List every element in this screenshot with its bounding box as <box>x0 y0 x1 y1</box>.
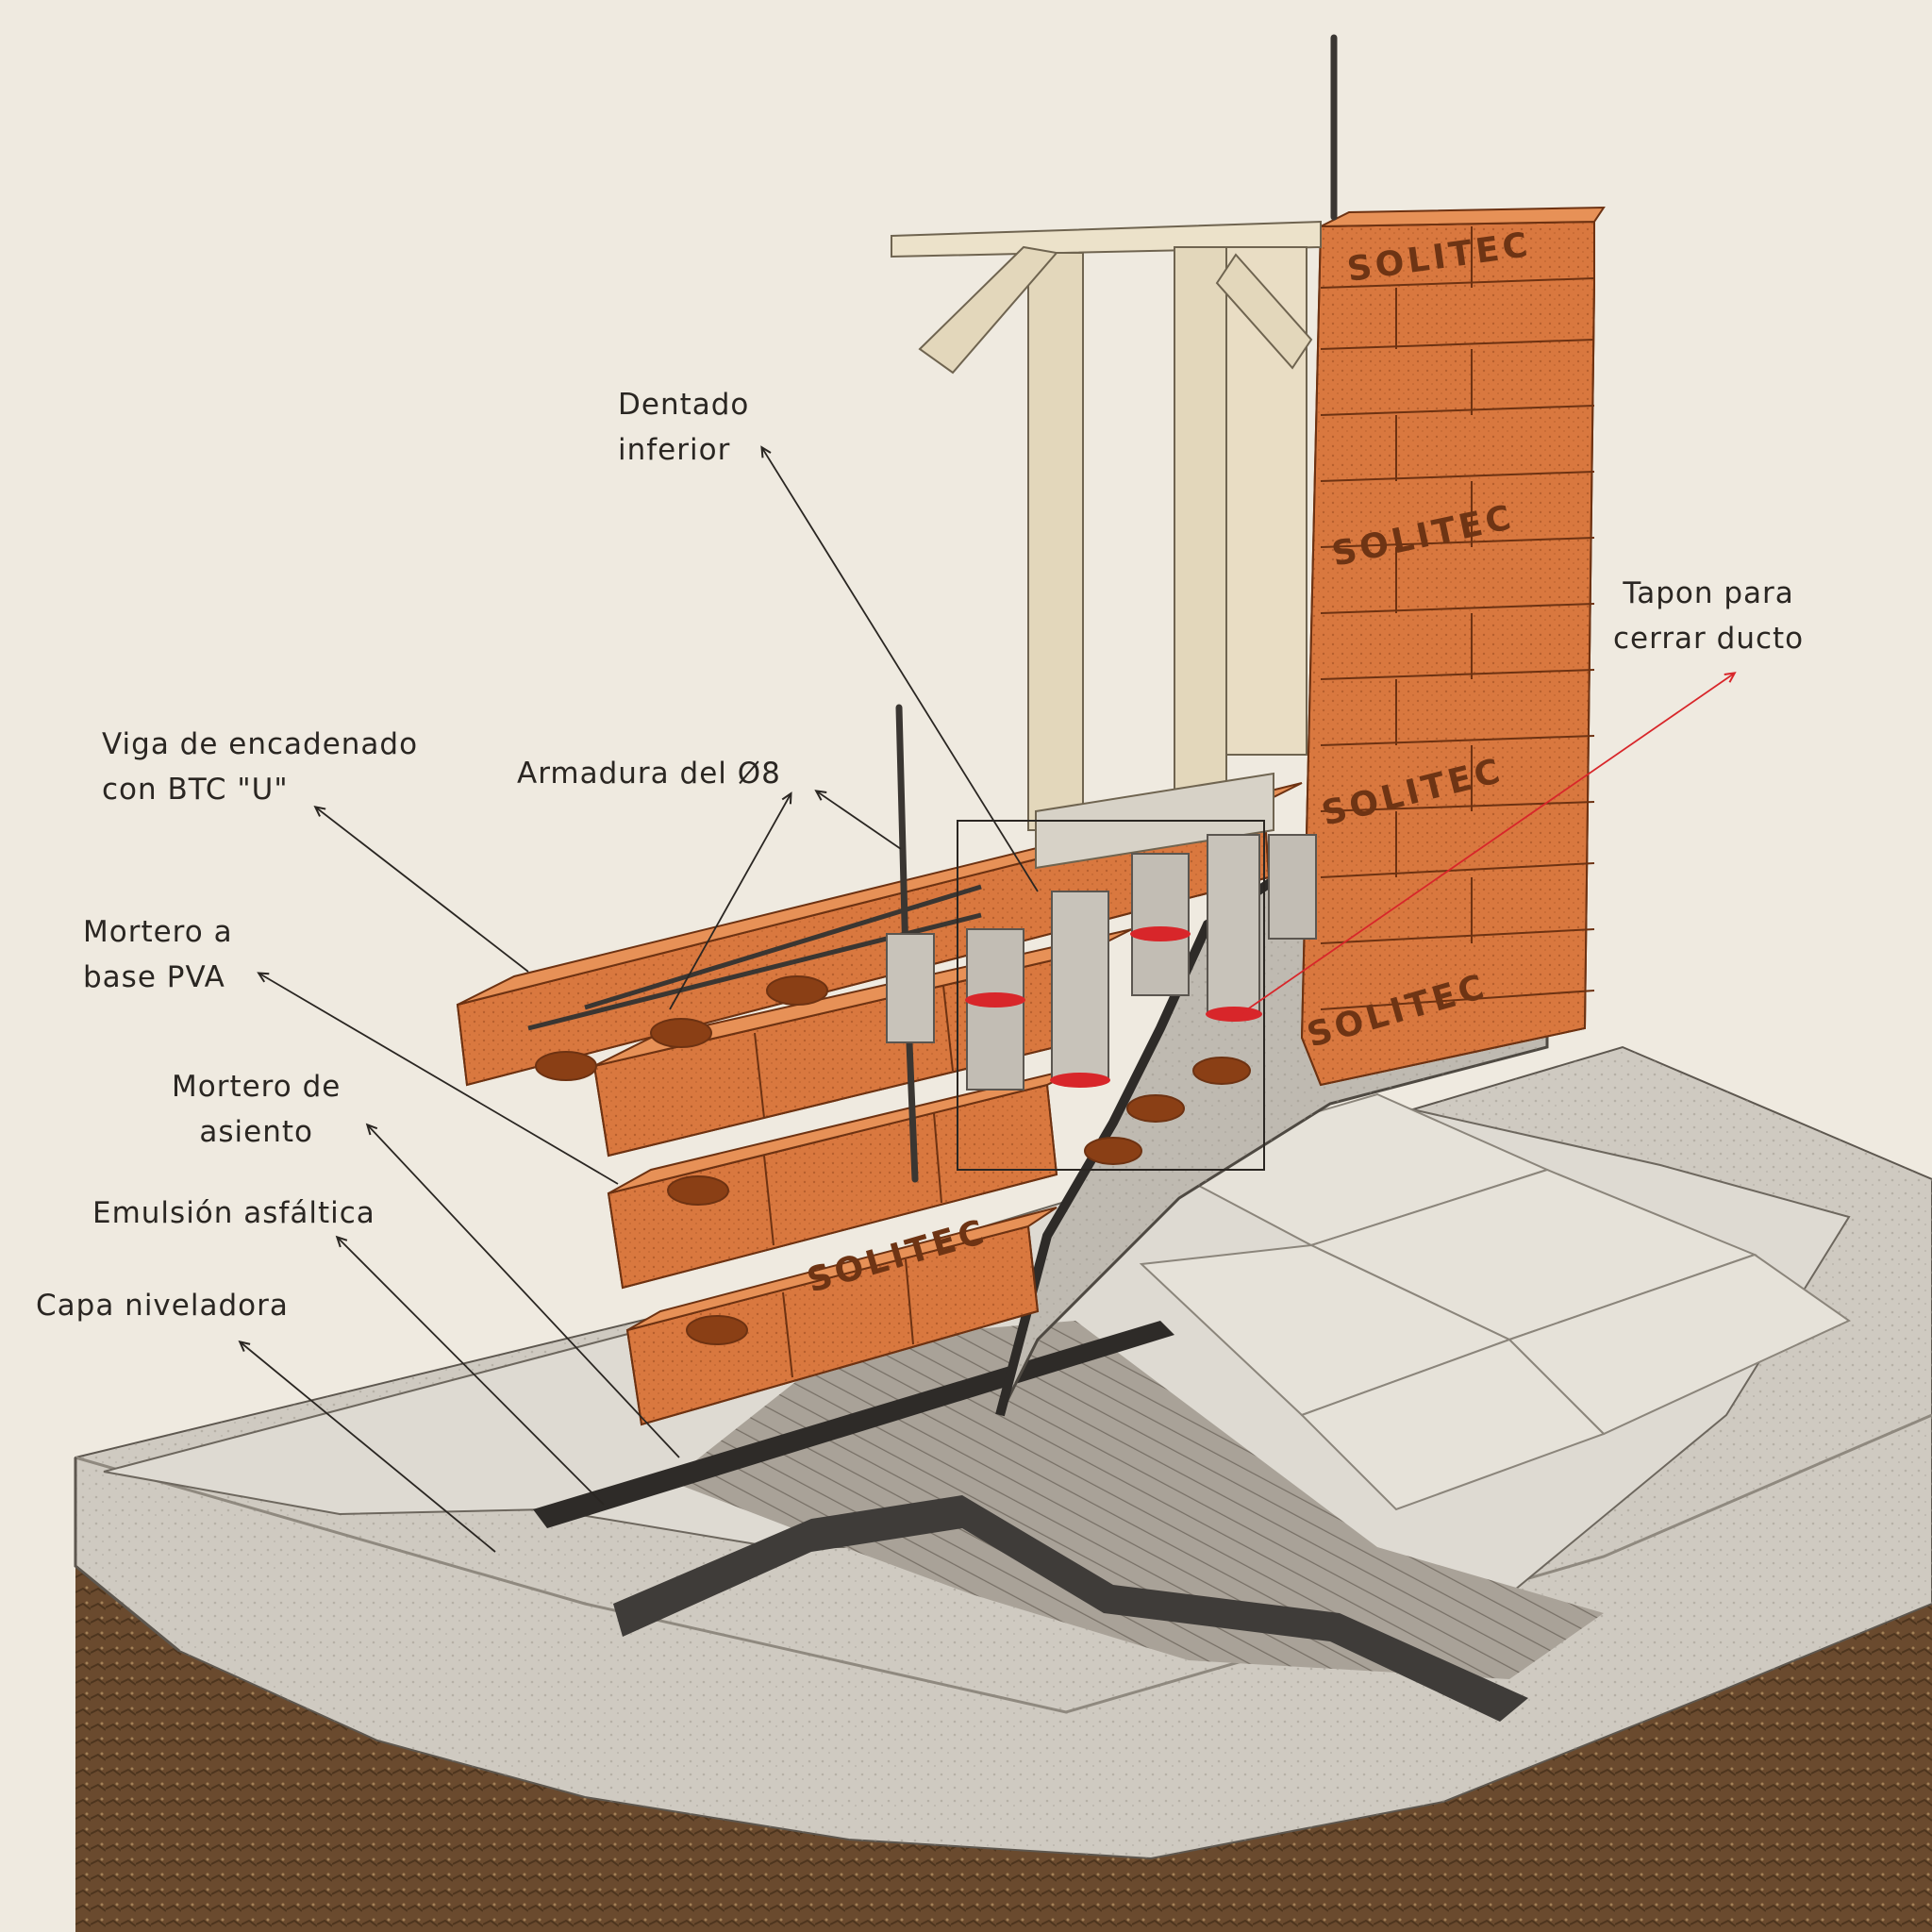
leader-armadura-a <box>669 791 792 1010</box>
leader-viga <box>313 806 529 973</box>
label-capa-line-1: Capa niveladora <box>36 1289 289 1323</box>
leader-dentado <box>760 445 1039 892</box>
label-tapon-line-2: cerrar ducto <box>1613 622 1805 656</box>
label-mortero-asiento-line-2: asiento <box>199 1115 313 1149</box>
label-mortero-de-asiento: Mortero de asiento <box>172 1064 341 1155</box>
label-dentado-inferior: Dentado inferior <box>618 382 749 473</box>
label-dentado-line-1: Dentado <box>618 388 750 422</box>
duct-plugs <box>965 926 1262 1088</box>
label-mortero-asiento-line-1: Mortero de <box>172 1070 341 1104</box>
label-viga-de-encadenado: Viga de encadenado con BTC "U" <box>102 722 418 812</box>
label-viga-line-2: con BTC "U" <box>102 773 289 807</box>
detail-frame <box>957 820 1265 1171</box>
leader-armadura-b <box>814 790 902 850</box>
soil <box>75 1566 1932 1932</box>
label-mortero-pva: Mortero a base PVA <box>83 909 233 1000</box>
label-mortero-pva-line-2: base PVA <box>83 960 225 994</box>
label-capa-niveladora: Capa niveladora <box>36 1283 289 1328</box>
brick-pier-right <box>1300 206 1606 1087</box>
leader-mortero-pva <box>257 972 619 1185</box>
label-emulsion-asfaltica: Emulsión asfáltica <box>92 1191 375 1236</box>
label-emulsion-line-1: Emulsión asfáltica <box>92 1196 375 1230</box>
leader-capa <box>238 1340 496 1553</box>
timber-frame <box>891 220 1322 870</box>
label-tapon-line-1: Tapon para <box>1623 576 1794 610</box>
label-mortero-pva-line-1: Mortero a <box>83 915 233 949</box>
leader-lines <box>238 445 1039 1553</box>
leader-mortero-asiento <box>365 1123 680 1458</box>
leader-tapon <box>1240 672 1737 1015</box>
label-armadura: Armadura del Ø8 <box>517 751 781 796</box>
leader-emulsion <box>335 1235 605 1506</box>
grout-columns <box>886 834 1317 1091</box>
label-tapon-para-cerrar-ducto: Tapon para cerrar ducto <box>1613 571 1804 661</box>
label-dentado-line-2: inferior <box>618 433 731 467</box>
label-viga-line-1: Viga de encadenado <box>102 727 419 761</box>
label-armadura-line-1: Armadura del Ø8 <box>517 757 781 791</box>
